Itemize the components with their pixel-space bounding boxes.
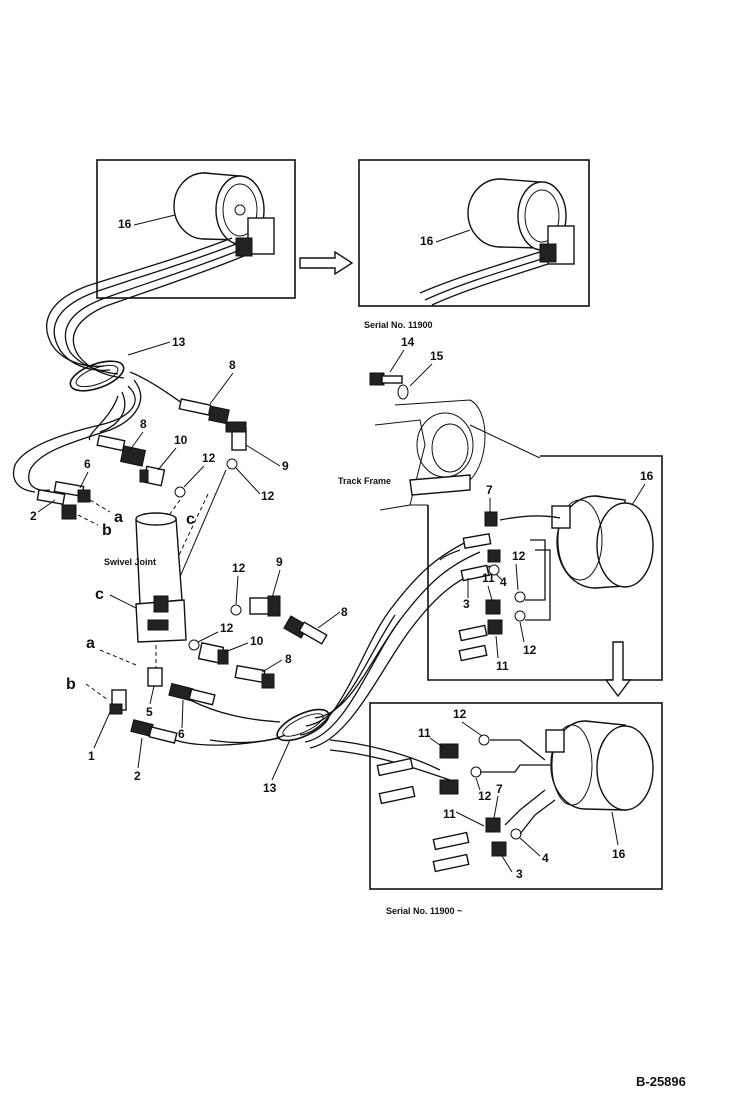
label-2: 2 (30, 509, 37, 523)
fittings-bottom-right (376, 734, 522, 873)
port-c-upper: c (186, 511, 195, 528)
label-14: 14 (401, 335, 415, 349)
washer-15 (397, 384, 409, 400)
label-9: 9 (276, 555, 283, 569)
travel-motor-top-left (173, 172, 275, 257)
hoses-right-inset (439, 515, 561, 621)
label-12: 12 (478, 789, 492, 803)
inset-frame-bottom-right (369, 702, 663, 890)
label-7: 7 (486, 483, 493, 497)
leader-lines-lower (85, 645, 157, 701)
label-12: 12 (523, 643, 537, 657)
label-8: 8 (229, 358, 236, 372)
label-12: 12 (261, 489, 275, 503)
swivel-joint-note: Swivel Joint (104, 557, 156, 567)
travel-motor-right (551, 495, 654, 589)
label-7: 7 (496, 782, 503, 796)
label-11: 11 (496, 659, 509, 673)
inset-frame-top-right (358, 159, 590, 307)
hoses-bottom-right (480, 739, 556, 835)
label-1: 1 (88, 749, 95, 763)
label-3: 3 (463, 597, 470, 611)
hose-fitting-2-left (36, 489, 77, 520)
label-11: 11 (443, 807, 456, 821)
fittings-right-inset (458, 511, 526, 662)
label-16: 16 (118, 217, 132, 231)
label-2: 2 (134, 769, 141, 783)
port-c-leader (109, 594, 137, 609)
label-9: 9 (282, 459, 289, 473)
hose-fitting-8-mid (96, 434, 147, 467)
travel-motor-bottom-right (545, 720, 654, 811)
serial-note-before: Serial No. 11900 (364, 320, 433, 330)
label-16: 16 (640, 469, 654, 483)
drawing-reference: B-25896 (636, 1074, 686, 1089)
hose-clamp-13-bottom (276, 708, 330, 742)
label-15: 15 (430, 349, 444, 363)
bolt-14 (369, 372, 403, 386)
elbow-fitting-9-upper (225, 421, 247, 451)
port-labels: a b c c a b (66, 509, 195, 693)
arrow-right (299, 250, 354, 276)
hose-fitting-8-upper (178, 398, 230, 425)
hose-bundle-lower (174, 539, 491, 781)
adapter-10-upper (139, 465, 166, 487)
hoses-top-right (419, 251, 549, 306)
label-12: 12 (220, 621, 234, 635)
port-a-lower: a (86, 635, 95, 652)
track-frame (374, 399, 486, 511)
lower-fittings (109, 595, 328, 744)
label-12: 12 (453, 707, 467, 721)
label-16: 16 (420, 234, 434, 248)
swivel-joint (135, 512, 187, 643)
port-b-upper: b (102, 522, 112, 539)
arrow-down (604, 641, 632, 698)
label-10: 10 (174, 433, 188, 447)
travel-motor-top-right (467, 178, 575, 265)
label-8: 8 (140, 417, 147, 431)
label-4: 4 (542, 851, 549, 865)
label-16: 16 (612, 847, 626, 861)
label-11: 11 (482, 571, 495, 585)
label-8: 8 (285, 652, 292, 666)
inset-frame-right (427, 455, 663, 681)
label-10: 10 (250, 634, 264, 648)
hose-fitting-6-left (53, 480, 91, 503)
track-frame-note: Track Frame (338, 476, 391, 486)
hose-clamp-13-top (69, 360, 125, 392)
label-6: 6 (178, 727, 185, 741)
o-ring-12-a (174, 486, 186, 498)
label-4: 4 (500, 575, 507, 589)
label-8: 8 (341, 605, 348, 619)
part-labels: 16 16 16 16 13 13 14 15 8 8 8 8 10 10 9 … (30, 214, 654, 881)
hoses-top-left (89, 237, 245, 307)
label-12: 12 (232, 561, 246, 575)
hose-bundle-left (12, 284, 186, 493)
label-6: 6 (84, 457, 91, 471)
label-5: 5 (146, 705, 153, 719)
label-13: 13 (172, 335, 186, 349)
label-11: 11 (418, 726, 431, 740)
port-a-upper: a (114, 509, 123, 526)
label-12: 12 (202, 451, 216, 465)
serial-note-after: Serial No. 11900 ~ (386, 906, 462, 916)
port-b-lower: b (66, 676, 76, 693)
port-c-lower: c (95, 586, 104, 603)
o-ring-12-b (226, 458, 238, 470)
inset-frame-top-left (96, 159, 296, 299)
label-13: 13 (263, 781, 277, 795)
label-12: 12 (512, 549, 526, 563)
label-3: 3 (516, 867, 523, 881)
frame-to-inset-line (469, 424, 541, 459)
